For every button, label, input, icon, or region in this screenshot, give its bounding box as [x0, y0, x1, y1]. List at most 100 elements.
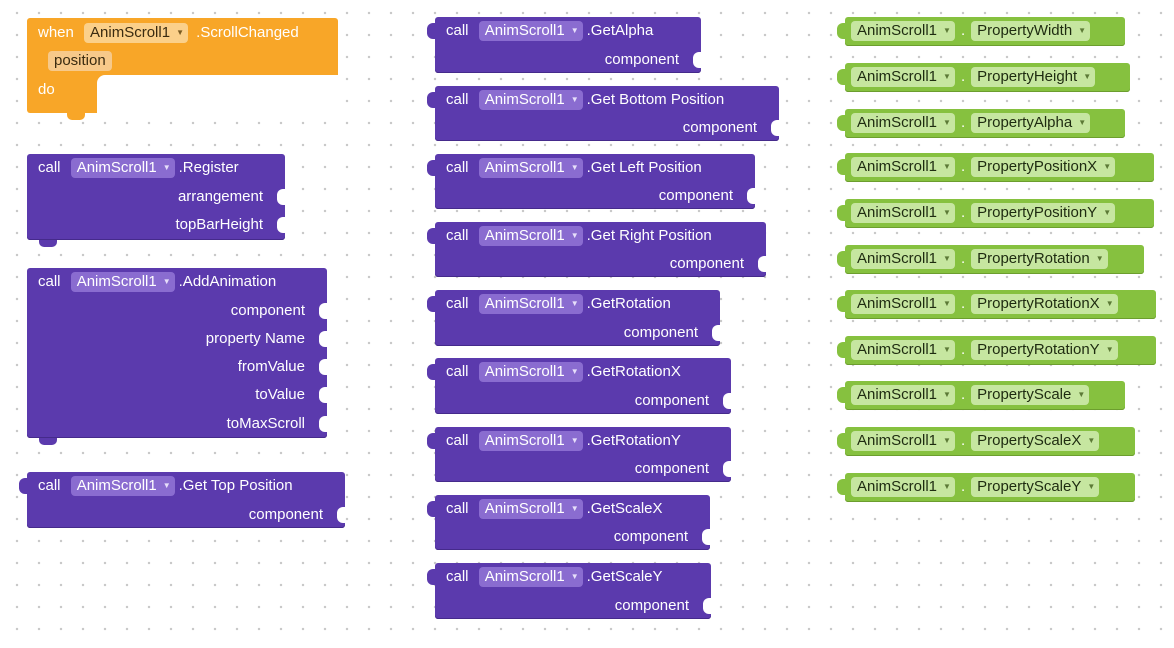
component-dropdown[interactable]: AnimScroll1▼ — [478, 90, 583, 110]
scroll-changed-event-block[interactable]: when AnimScroll1▼ .ScrollChanged positio… — [27, 18, 338, 120]
component-dropdown[interactable]: AnimScroll1▼ — [851, 477, 955, 497]
method-name: .Get Right Position — [586, 227, 712, 244]
component-dropdown[interactable]: AnimScroll1▼ — [851, 157, 955, 177]
get-rotation-x-call-block[interactable]: call AnimScroll1▼.GetRotationX component — [427, 358, 731, 414]
get-scale-x-call-block[interactable]: call AnimScroll1▼.GetScaleX component — [427, 495, 710, 550]
get-top-position-call-block[interactable]: call AnimScroll1▼.Get Top Position compo… — [19, 472, 345, 528]
component-dropdown[interactable]: AnimScroll1▼ — [851, 113, 955, 133]
component-dropdown[interactable]: AnimScroll1▼ — [478, 21, 583, 41]
get-scale-y-call-block[interactable]: call AnimScroll1▼.GetScaleY component — [427, 563, 711, 619]
triangle-down-icon: ▼ — [1103, 208, 1112, 218]
get-rotation-y-call-block[interactable]: call AnimScroll1▼.GetRotationY component — [427, 427, 731, 482]
component-dropdown[interactable]: AnimScroll1▼ — [478, 499, 583, 519]
property-dropdown[interactable]: PropertyAlpha▼ — [971, 113, 1091, 133]
input-socket[interactable] — [319, 387, 327, 403]
do-statement-slot[interactable] — [97, 75, 338, 113]
input-socket[interactable] — [337, 507, 345, 523]
property-alpha-block[interactable]: AnimScroll1▼.PropertyAlpha▼ — [837, 109, 1125, 138]
property-dropdown[interactable]: PropertyWidth▼ — [971, 21, 1091, 41]
input-socket[interactable] — [277, 189, 285, 205]
property-scale-x-block[interactable]: AnimScroll1▼.PropertyScaleX▼ — [837, 427, 1135, 456]
component-dropdown[interactable]: AnimScroll1▼ — [851, 21, 955, 41]
output-tab — [427, 160, 435, 176]
property-dropdown[interactable]: PropertyRotation▼ — [971, 249, 1108, 269]
get-left-position-call-block[interactable]: call AnimScroll1▼.Get Left Position comp… — [427, 154, 755, 209]
get-alpha-call-block[interactable]: call AnimScroll1▼.GetAlpha component — [427, 17, 701, 73]
component-dropdown[interactable]: AnimScroll1▼ — [478, 431, 583, 451]
input-socket[interactable] — [747, 188, 755, 204]
triangle-down-icon: ▼ — [943, 345, 951, 355]
component-dropdown[interactable]: AnimScroll1▼ — [851, 203, 955, 223]
method-name: .GetScaleX — [586, 500, 663, 517]
input-socket[interactable] — [319, 331, 327, 347]
component-dropdown[interactable]: AnimScroll1▼ — [851, 294, 955, 314]
component-dropdown[interactable]: AnimScroll1▼ — [478, 362, 583, 382]
component-dropdown[interactable]: AnimScroll1▼ — [478, 226, 583, 246]
property-dropdown[interactable]: PropertyRotationX▼ — [971, 294, 1118, 314]
output-tab — [837, 387, 845, 403]
param-label: property Name — [205, 330, 305, 347]
property-dropdown[interactable]: PropertyPositionX▼ — [971, 157, 1116, 177]
triangle-down-icon: ▼ — [943, 26, 951, 36]
component-dropdown[interactable]: AnimScroll1▼ — [851, 431, 955, 451]
component-dropdown[interactable]: AnimScroll1▼ — [851, 249, 955, 269]
input-socket[interactable] — [319, 416, 327, 432]
param-label: fromValue — [237, 358, 305, 375]
component-dropdown[interactable]: AnimScroll1▼ — [478, 158, 583, 178]
add-animation-call-block[interactable]: call AnimScroll1▼.AddAnimation component… — [27, 268, 327, 445]
component-dropdown[interactable]: AnimScroll1▼ — [851, 340, 955, 360]
property-dropdown[interactable]: PropertyRotationY▼ — [971, 340, 1118, 360]
property-rotation-x-block[interactable]: AnimScroll1▼.PropertyRotationX▼ — [837, 290, 1156, 319]
register-call-block[interactable]: call AnimScroll1▼.Register arrangement t… — [27, 154, 285, 247]
component-dropdown[interactable]: AnimScroll1▼ — [851, 67, 955, 87]
property-scale-y-block[interactable]: AnimScroll1▼.PropertyScaleY▼ — [837, 473, 1135, 502]
property-dropdown[interactable]: PropertyScaleX▼ — [971, 431, 1100, 451]
triangle-down-icon: ▼ — [943, 162, 951, 172]
input-socket[interactable] — [702, 529, 710, 545]
component-dropdown[interactable]: AnimScroll1▼ — [70, 272, 175, 292]
input-socket[interactable] — [723, 393, 731, 409]
block-notch — [39, 438, 57, 445]
property-dropdown[interactable]: PropertyScaleY▼ — [971, 477, 1100, 497]
output-tab — [837, 342, 845, 358]
input-socket[interactable] — [693, 52, 701, 68]
component-dropdown[interactable]: AnimScroll1▼ — [851, 385, 955, 405]
component-dropdown[interactable]: AnimScroll1▼ — [70, 158, 175, 178]
property-scale-block[interactable]: AnimScroll1▼.PropertyScale▼ — [837, 381, 1125, 410]
output-tab — [837, 159, 845, 175]
input-socket[interactable] — [712, 325, 720, 341]
output-tab — [427, 501, 435, 517]
get-rotation-call-block[interactable]: call AnimScroll1▼.GetRotation component — [427, 290, 720, 346]
property-width-block[interactable]: AnimScroll1▼.PropertyWidth▼ — [837, 17, 1125, 46]
property-position-y-block[interactable]: AnimScroll1▼.PropertyPositionY▼ — [837, 199, 1154, 228]
property-position-x-block[interactable]: AnimScroll1▼.PropertyPositionX▼ — [837, 153, 1154, 182]
input-socket[interactable] — [723, 461, 731, 477]
triangle-down-icon: ▼ — [943, 436, 951, 446]
property-rotation-y-block[interactable]: AnimScroll1▼.PropertyRotationY▼ — [837, 336, 1156, 365]
method-name: .Get Top Position — [178, 477, 293, 494]
param-label: component — [230, 302, 305, 319]
input-socket[interactable] — [277, 217, 285, 233]
param-label: toMaxScroll — [226, 415, 305, 432]
component-dropdown[interactable]: AnimScroll1▼ — [478, 294, 583, 314]
input-socket[interactable] — [703, 598, 711, 614]
input-socket[interactable] — [319, 359, 327, 375]
property-dropdown[interactable]: PropertyHeight▼ — [971, 67, 1096, 87]
property-dropdown[interactable]: PropertyScale▼ — [971, 385, 1090, 405]
position-parameter[interactable]: position — [48, 51, 112, 71]
call-keyword: call — [446, 295, 469, 312]
property-dropdown[interactable]: PropertyPositionY▼ — [971, 203, 1116, 223]
output-tab — [837, 479, 845, 495]
component-dropdown[interactable]: AnimScroll1▼ — [70, 476, 175, 496]
property-rotation-block[interactable]: AnimScroll1▼.PropertyRotation▼ — [837, 245, 1144, 274]
get-bottom-position-call-block[interactable]: call AnimScroll1▼.Get Bottom Position co… — [427, 86, 779, 141]
component-dropdown[interactable]: AnimScroll1▼ — [478, 567, 583, 587]
get-right-position-call-block[interactable]: call AnimScroll1▼.Get Right Position com… — [427, 222, 766, 277]
component-dropdown[interactable]: AnimScroll1▼ — [84, 23, 188, 43]
input-socket[interactable] — [319, 303, 327, 319]
input-socket[interactable] — [771, 120, 779, 136]
param-label: component — [658, 187, 733, 204]
property-height-block[interactable]: AnimScroll1▼.PropertyHeight▼ — [837, 63, 1130, 92]
output-tab — [427, 23, 435, 39]
input-socket[interactable] — [758, 256, 766, 272]
